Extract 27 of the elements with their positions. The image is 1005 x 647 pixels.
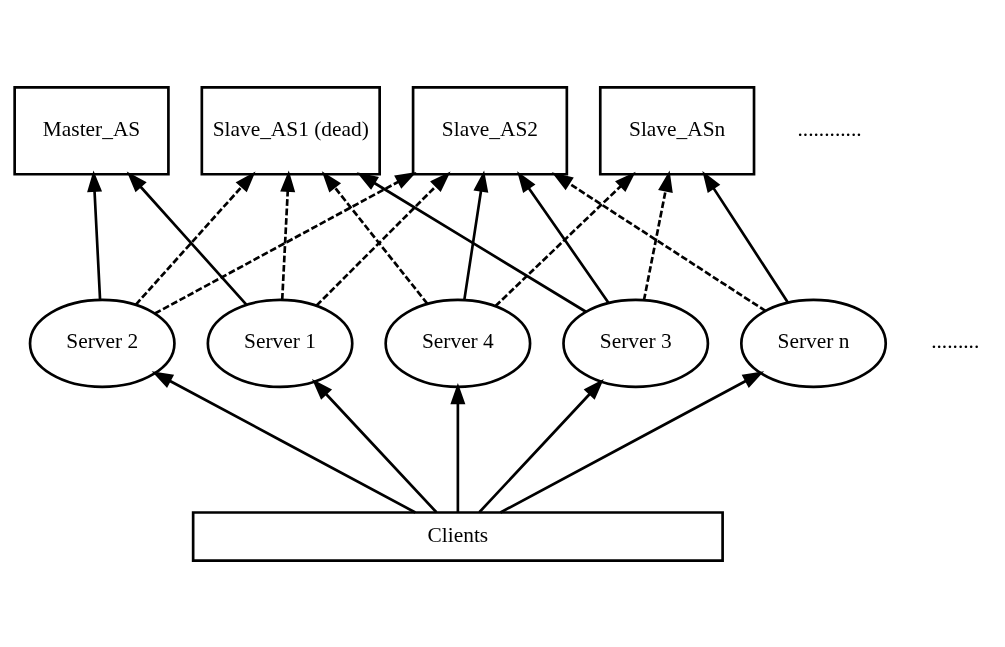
- arrow: [356, 171, 587, 313]
- node-box: Slave_AS2: [411, 85, 568, 176]
- arrow: [151, 370, 416, 514]
- arrow: [311, 378, 437, 513]
- label: .........: [930, 328, 979, 353]
- arrow: [279, 170, 295, 300]
- arrow: [494, 171, 636, 307]
- arrow: [701, 170, 789, 303]
- arrow: [551, 171, 766, 312]
- arrow: [153, 171, 417, 315]
- arrow: [642, 169, 673, 300]
- label: ............: [797, 116, 862, 141]
- node-ellipse: Server 3: [561, 298, 709, 388]
- node-ellipse: Server 1: [206, 298, 354, 388]
- arrow: [86, 170, 102, 300]
- node-box: Slave_ASn: [598, 85, 755, 176]
- arrow: [477, 378, 604, 513]
- arrow: [499, 370, 764, 514]
- node-box: Master_AS: [12, 85, 170, 176]
- arrow: [315, 171, 451, 306]
- node-ellipse: Server 4: [383, 298, 531, 388]
- arrow: [449, 382, 465, 512]
- arrow: [516, 170, 610, 304]
- arrow: [321, 170, 428, 304]
- node-box: Clients: [191, 510, 724, 562]
- arrow: [462, 169, 488, 300]
- node-box: Slave_AS1 (dead): [200, 85, 381, 176]
